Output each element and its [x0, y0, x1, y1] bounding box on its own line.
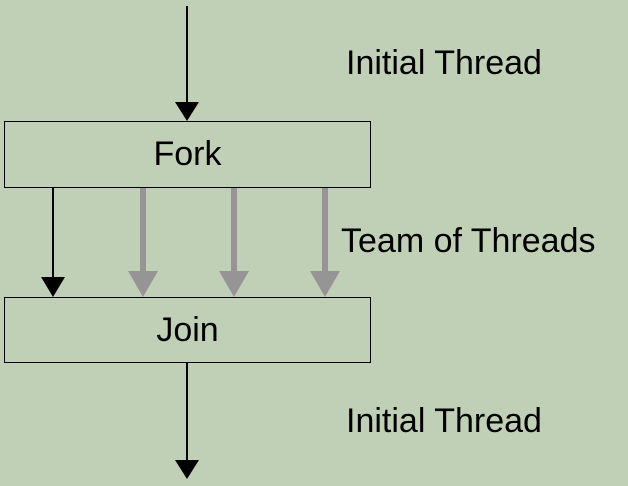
fork-box: Fork: [4, 121, 371, 188]
team-thread-arrow-1: [128, 188, 158, 297]
master-thread-arrow: [41, 188, 65, 297]
join-label: Join: [156, 310, 219, 349]
team-of-threads-label: Team of Threads: [341, 222, 596, 260]
initial-thread-label-top: Initial Thread: [346, 44, 542, 82]
initial-thread-label-bottom: Initial Thread: [346, 402, 542, 440]
team-thread-arrow-2: [219, 188, 249, 297]
initial-thread-arrow-top: [175, 6, 199, 121]
initial-thread-arrow-bottom: [175, 363, 199, 479]
team-thread-arrow-3: [310, 188, 340, 297]
join-box: Join: [4, 297, 371, 363]
fork-label: Fork: [153, 135, 222, 173]
